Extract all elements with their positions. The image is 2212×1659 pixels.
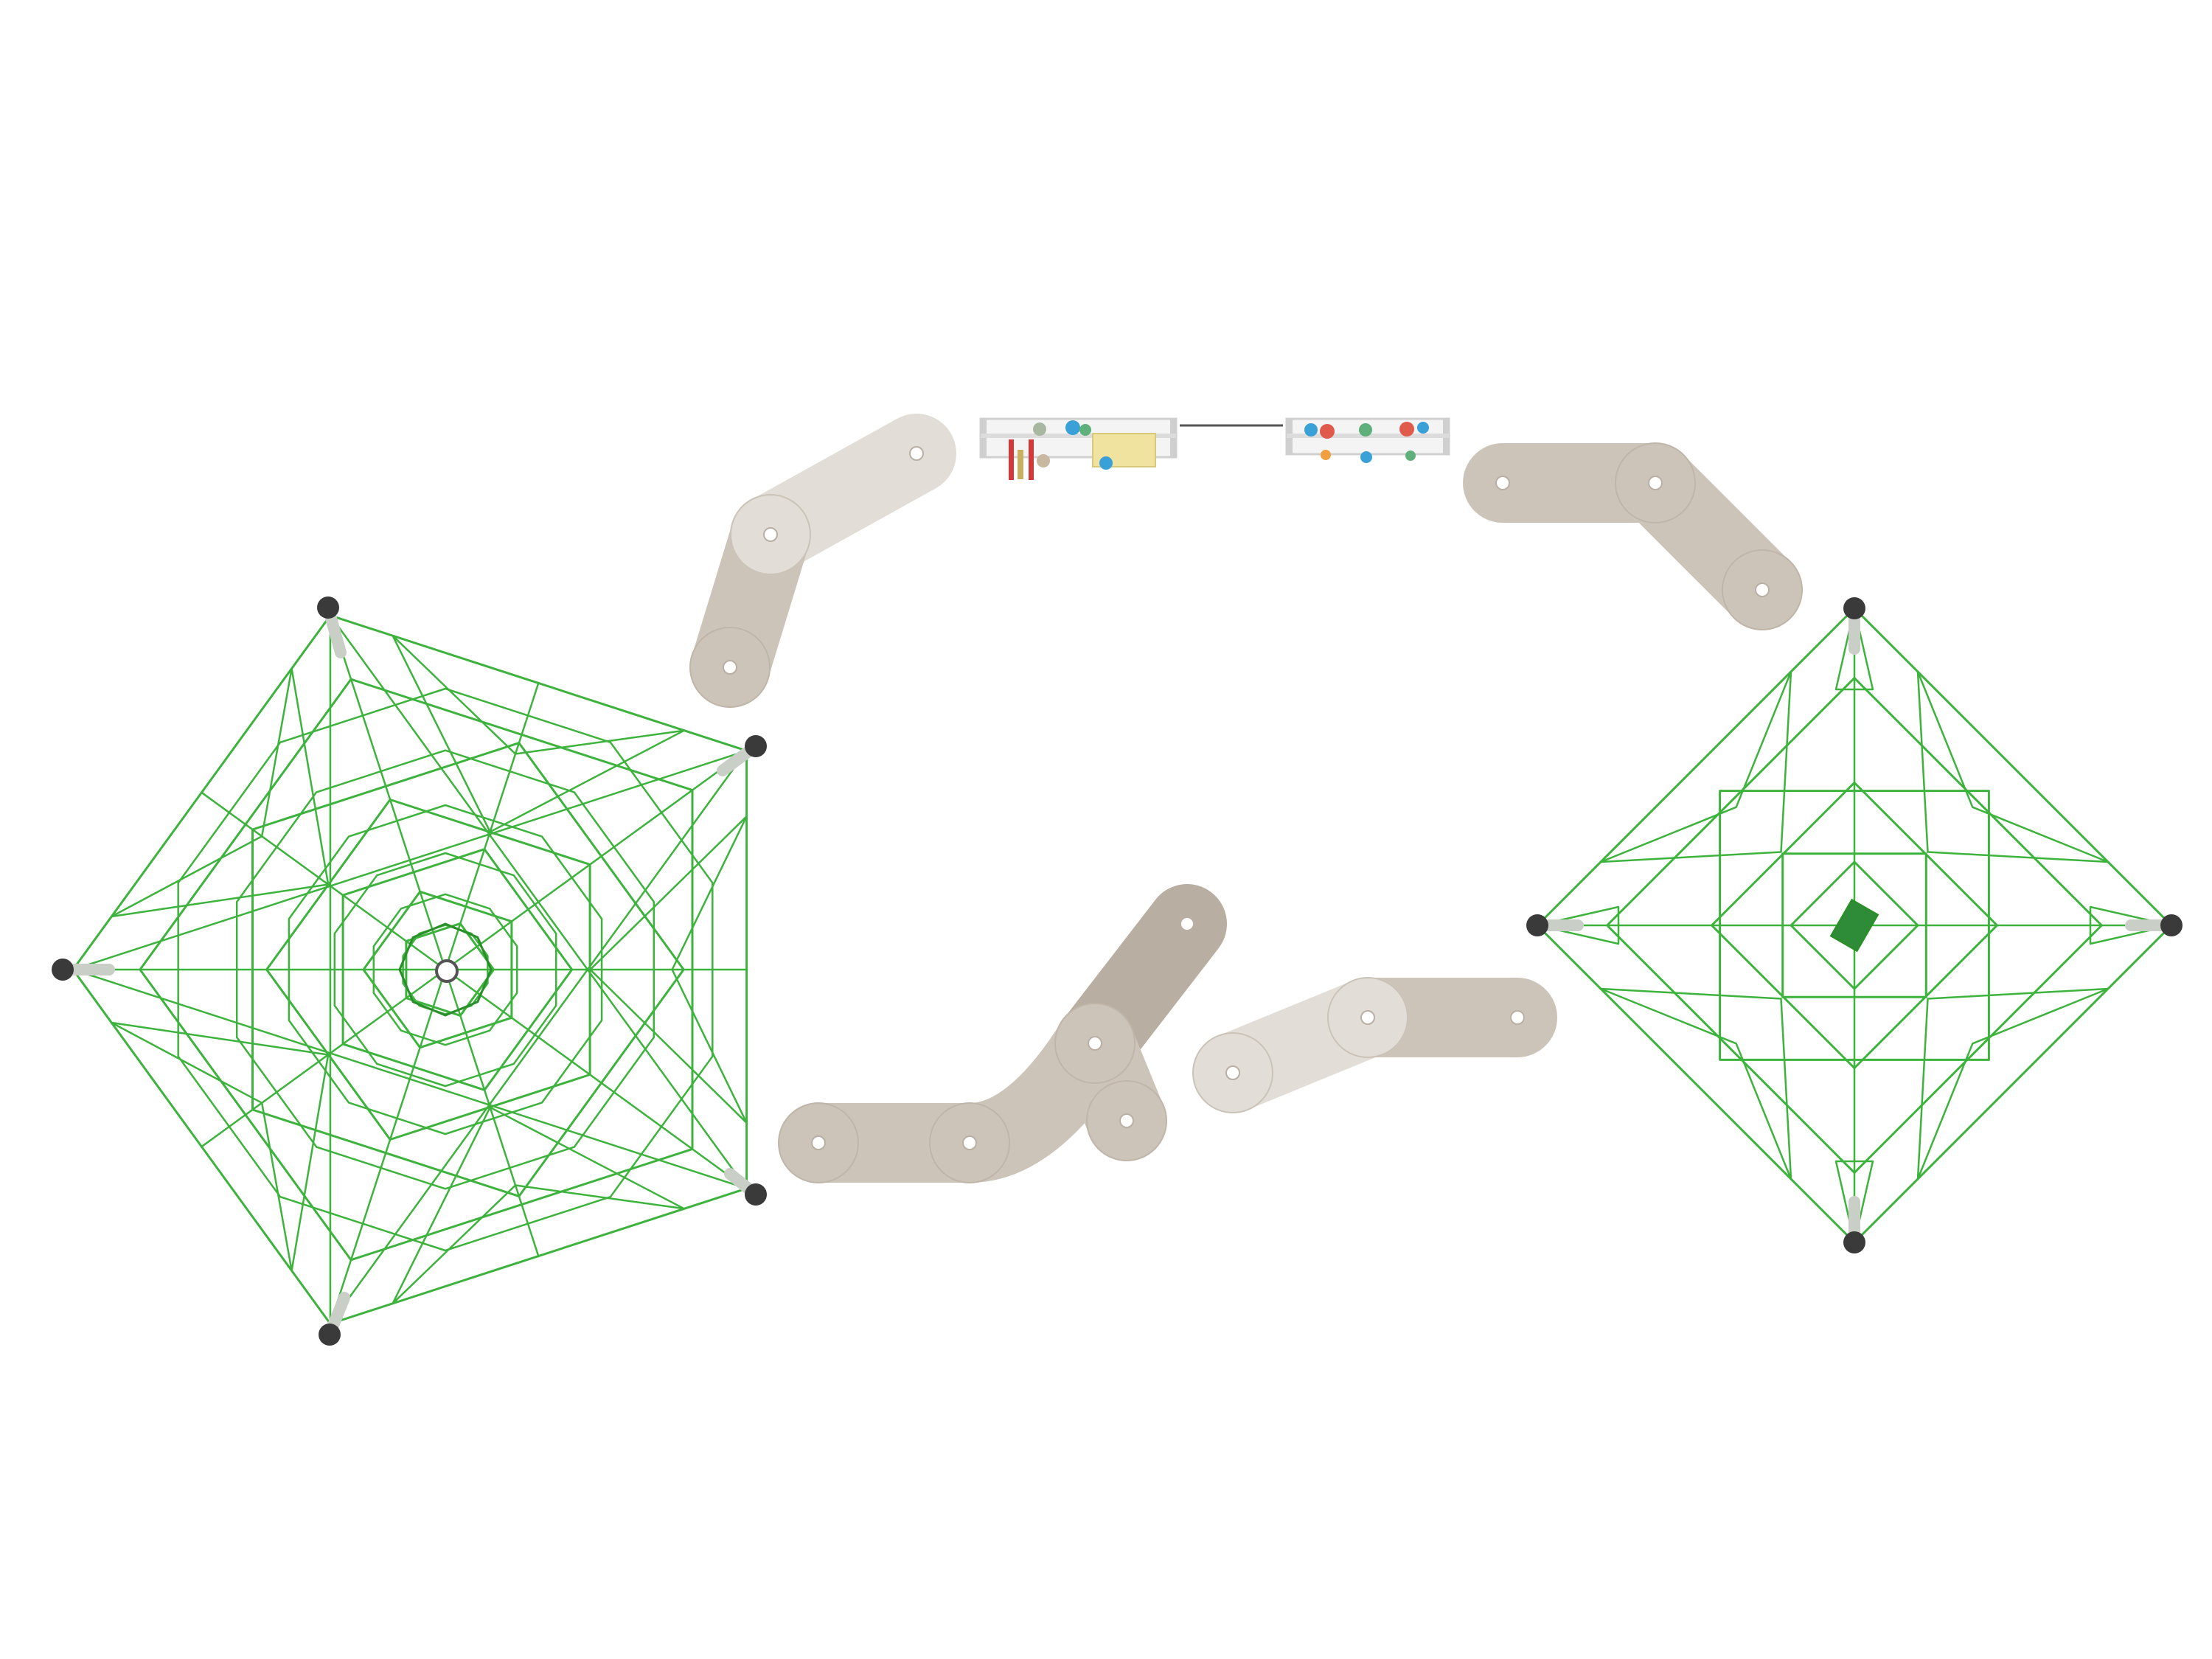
- climbing-hold: [1099, 456, 1113, 470]
- anchor-post: [52, 959, 74, 981]
- stepping-path-bottom-right: [1192, 977, 1557, 1113]
- anchor-post: [1526, 914, 1548, 936]
- net-radial: [329, 968, 447, 1325]
- stepping-path-top-right: [1463, 442, 1803, 630]
- net-panel: [392, 634, 686, 833]
- net-panel: [1916, 987, 2110, 1180]
- climbing-hold: [1359, 423, 1372, 437]
- net-radial: [444, 968, 748, 1190]
- stump-cap: [1225, 1065, 1240, 1080]
- climbing-hold: [1033, 422, 1046, 436]
- net-ring: [1781, 852, 1927, 998]
- climbing-hold: [1360, 451, 1372, 463]
- net-ring: [372, 893, 518, 1046]
- anchor-post: [319, 1324, 341, 1346]
- stepping-path-bottom-left: [778, 884, 1227, 1183]
- climbing-hold: [1321, 450, 1331, 460]
- climbing-hold: [1037, 454, 1050, 467]
- net-ring: [1719, 790, 1990, 1061]
- net-spike: [1834, 1160, 1874, 1244]
- net-panel: [1599, 670, 1792, 863]
- pentagon-rope-net: [72, 614, 748, 1325]
- net-ring: [288, 804, 603, 1135]
- anchor-posts: [52, 597, 2183, 1346]
- anchor-post: [2160, 914, 2183, 936]
- stump-cap: [1495, 476, 1510, 490]
- climbing-wall-left: [979, 417, 1178, 480]
- mast-top-icon: [435, 959, 459, 983]
- stump-cap: [763, 527, 778, 542]
- square-rope-net: [1536, 607, 2173, 1244]
- net-radial: [444, 749, 748, 971]
- net-spike: [1536, 905, 1620, 945]
- net-panel: [1916, 670, 2110, 863]
- stump-cap: [1755, 582, 1770, 597]
- net-panel: [1599, 670, 1792, 863]
- net-panel: [111, 1021, 330, 1272]
- anchor-post: [1843, 597, 1865, 619]
- net-spike: [1834, 607, 1874, 691]
- stepping-path-top-left: [689, 414, 956, 708]
- net-radial: [444, 681, 540, 971]
- climbing-hold: [1304, 423, 1318, 437]
- stump-cap: [962, 1135, 977, 1150]
- anchor-post: [745, 735, 767, 757]
- anchor-post: [317, 597, 339, 619]
- climbing-hold: [1405, 451, 1416, 461]
- center-hub: [1829, 898, 1879, 953]
- stump-cap: [909, 446, 924, 461]
- net-ring: [333, 852, 557, 1088]
- net-radial: [200, 968, 447, 1148]
- stump-cap: [1088, 1036, 1102, 1051]
- net-radial: [329, 614, 447, 971]
- anchor-post: [1843, 1231, 1865, 1253]
- stump-cap: [1119, 1113, 1134, 1128]
- climbing-hold: [1079, 424, 1091, 436]
- net-ring: [235, 749, 655, 1190]
- net-panel: [1916, 670, 2110, 863]
- net-radial: [444, 968, 540, 1258]
- stump-cap: [723, 660, 737, 675]
- stump-cap: [1510, 1010, 1525, 1025]
- climbing-hold: [1399, 422, 1414, 437]
- stump-cap: [1360, 1010, 1375, 1025]
- net-panel: [392, 1184, 686, 1305]
- climbing-hold: [1320, 424, 1335, 439]
- climbing-hold: [1065, 420, 1080, 435]
- stump-cap: [811, 1135, 826, 1150]
- center-hub: [398, 922, 493, 1017]
- net-panel: [1599, 987, 1792, 1180]
- climbing-wall-right: [1285, 417, 1450, 463]
- net-spike: [2089, 905, 2173, 945]
- net-ring: [177, 687, 714, 1252]
- stump-cap: [1180, 917, 1194, 931]
- net-panel: [392, 634, 686, 755]
- net-panel: [1916, 987, 2110, 1180]
- anchor-post: [745, 1183, 767, 1206]
- net-panel: [1599, 987, 1792, 1180]
- net-panel: [111, 667, 330, 918]
- climbing-hold: [1417, 422, 1429, 434]
- net-radial: [200, 791, 447, 971]
- stump-cap: [1648, 476, 1663, 490]
- net-panel: [392, 1106, 686, 1305]
